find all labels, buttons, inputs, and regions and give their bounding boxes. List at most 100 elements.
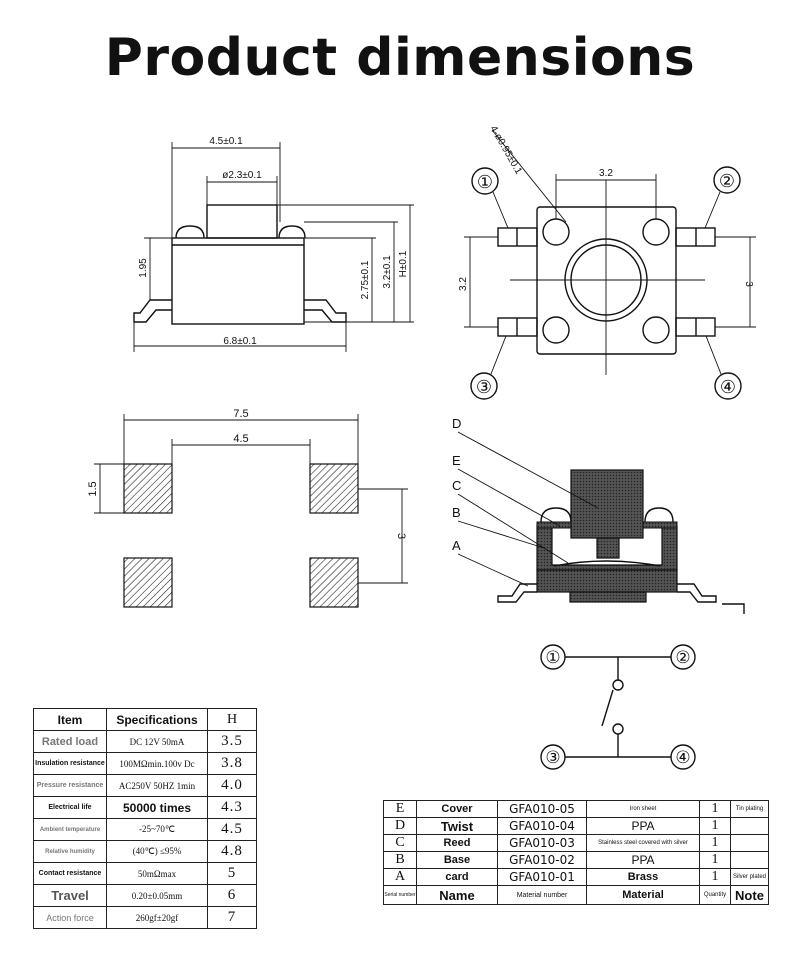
spec-h: 3.5 <box>207 730 257 753</box>
dim-top: 3.2 <box>599 168 613 179</box>
pcb-footprint: 7.5 4.5 1.5 3 <box>87 408 408 608</box>
spec-header-specifications: Specifications <box>106 708 208 731</box>
bom-header-name: Name <box>416 885 498 905</box>
pin-2-label: ② <box>719 171 735 191</box>
spec-item: Action force <box>33 906 107 929</box>
table-row: Travel 0.20±0.05mm 6 <box>33 884 257 907</box>
pad-2 <box>309 463 359 514</box>
table-row: Insulation resistance 100MΩmin.100v Dc 3… <box>33 752 257 775</box>
bom-name: Cover <box>416 800 498 818</box>
spec-h: 4.0 <box>207 774 257 797</box>
spec-h: 6 <box>207 884 257 907</box>
spec-item: Contact resistance <box>33 862 107 885</box>
pin-1-marker <box>471 167 499 195</box>
pin-4-marker <box>714 372 742 400</box>
bom-note <box>730 851 769 869</box>
dim-base: 6.8±0.1 <box>223 336 257 347</box>
spec-value: (40℃) ≤95% <box>106 840 208 863</box>
dim-button: ø2.3±0.1 <box>222 170 262 181</box>
bom-qty: 1 <box>699 868 731 886</box>
spec-header-item: Item <box>33 708 107 731</box>
section-base <box>536 569 678 593</box>
bom-serial: C <box>383 834 417 852</box>
spec-item: Travel <box>33 884 107 907</box>
bom-material: Stainless steel covered with silver <box>586 834 700 852</box>
bom-header-serial: Serial number <box>383 885 417 905</box>
label-d: D <box>452 416 461 431</box>
bom-material: PPA <box>586 817 700 835</box>
pad-4 <box>309 557 359 608</box>
label-b: B <box>452 505 461 520</box>
pad-3 <box>123 557 173 608</box>
spec-h: 5 <box>207 862 257 885</box>
bom-material: PPA <box>586 851 700 869</box>
section-dome <box>553 560 661 567</box>
hole-2 <box>642 218 670 246</box>
bom-qty: 1 <box>699 834 731 852</box>
table-header-row: Serial number Name Material number Mater… <box>383 885 769 905</box>
bom-qty: 1 <box>699 851 731 869</box>
table-row: C Reed GFA010-03 Stainless steel covered… <box>383 834 769 852</box>
switch-button <box>206 204 278 239</box>
bom-note <box>730 817 769 835</box>
bom-number: GFA010-03 <box>497 834 587 852</box>
bom-serial: E <box>383 800 417 818</box>
cover-bump-left <box>175 225 205 239</box>
spec-value: 50mΩmax <box>106 862 208 885</box>
spec-value: 260gf±20gf <box>106 906 208 929</box>
table-row: B Base GFA010-02 PPA 1 <box>383 851 769 869</box>
bom-note: Tin plating <box>730 800 769 818</box>
hole-1 <box>542 218 570 246</box>
bom-number: GFA010-02 <box>497 851 587 869</box>
spec-h: 7 <box>207 906 257 929</box>
dim-top-left: 3.2 <box>458 277 469 291</box>
top-body <box>536 206 677 355</box>
bill-of-materials-table: E Cover GFA010-05 Iron sheet 1 Tin plati… <box>383 800 769 905</box>
top-view: ① ② ③ ④ 3.2 3.2 3 4-ø0.95±0.1 <box>458 124 756 400</box>
switch-lever <box>601 689 614 727</box>
table-row: A card GFA010-01 Brass 1 Silver plated <box>383 868 769 886</box>
pin-1-label: ① <box>477 172 493 192</box>
table-row: Pressure resistance AC250V 50HZ 1min 4.0 <box>33 774 257 797</box>
table-row: Rated load DC 12V 50mA 3.5 <box>33 730 257 753</box>
bom-note: Silver plated <box>730 868 769 886</box>
bom-name: card <box>416 868 498 886</box>
spec-value: DC 12V 50mA <box>106 730 208 753</box>
spec-h: 4.8 <box>207 840 257 863</box>
pin-3-label: ③ <box>476 377 492 397</box>
bom-name: Base <box>416 851 498 869</box>
dim-top-right: 3 <box>743 281 754 287</box>
hole-4 <box>642 316 670 344</box>
table-row: Contact resistance 50mΩmax 5 <box>33 862 257 885</box>
spec-item: Rated load <box>33 730 107 753</box>
pin-3-marker <box>470 372 498 400</box>
spec-value: AC250V 50HZ 1min <box>106 774 208 797</box>
label-c: C <box>452 478 461 493</box>
bom-material: Iron sheet <box>586 800 700 818</box>
table-row: Relative humidity (40℃) ≤95% 4.8 <box>33 840 257 863</box>
bom-name: Reed <box>416 834 498 852</box>
cover-bump-right <box>278 225 306 239</box>
bom-header-number: Material number <box>497 885 587 905</box>
bom-header-qty: Quantity <box>699 885 731 905</box>
bom-serial: B <box>383 851 417 869</box>
spec-item: Ambient temperature <box>33 818 107 841</box>
section-actuator <box>570 469 644 539</box>
dim-footprint-pad: 1.5 <box>87 481 99 496</box>
dim-footprint-pitch: 3 <box>395 533 407 539</box>
side-view: 4.5±0.1 ø2.3±0.1 6.8±0.1 1.95 2.75±0.1 3… <box>133 136 414 352</box>
schematic-pin-2-label: ② <box>675 648 690 667</box>
dim-footprint-width: 7.5 <box>233 408 248 420</box>
spec-h: 4.5 <box>207 818 257 841</box>
bom-number: GFA010-05 <box>497 800 587 818</box>
spec-value: 0.20±0.05mm <box>106 884 208 907</box>
leg-right <box>304 299 347 323</box>
table-row: Ambient temperature -25~70℃ 4.5 <box>33 818 257 841</box>
label-e: E <box>452 453 461 468</box>
schematic-pin-1-label: ① <box>545 648 560 667</box>
spec-value: 50000 times <box>106 796 208 819</box>
dim-left: 1.95 <box>138 258 149 278</box>
bom-note <box>730 834 769 852</box>
spec-value: -25~70℃ <box>106 818 208 841</box>
